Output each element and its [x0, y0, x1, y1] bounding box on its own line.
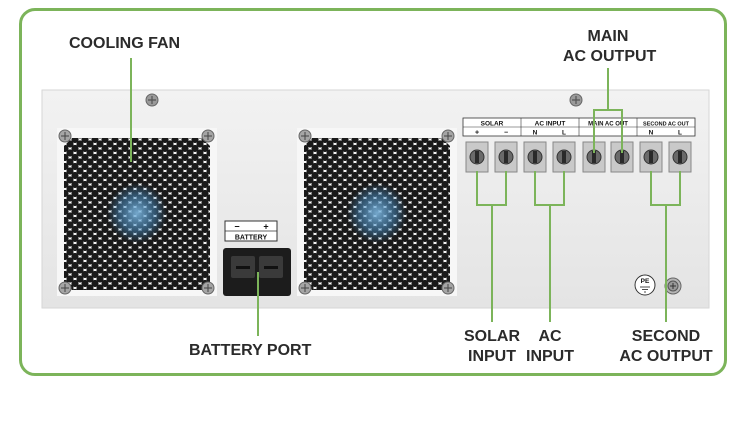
- label-battery-port: BATTERY PORT: [189, 342, 312, 359]
- screw-terminal: [523, 141, 547, 173]
- label-main-ac-output: MAIN AC OUTPUT: [563, 27, 657, 67]
- label-main-ac-output-line1: MAIN: [587, 28, 629, 45]
- label-ac-input-line2: INPUT: [526, 348, 574, 365]
- battery-minus-label: −: [234, 222, 239, 232]
- terminal-sublabel-second-l: L: [678, 130, 682, 137]
- label-cooling-fan: COOLING FAN: [69, 35, 181, 52]
- label-second-ac-output-line1: SECOND: [631, 328, 701, 345]
- battery-label-plate: − + BATTERY: [224, 220, 278, 242]
- screw-terminal: [465, 141, 489, 173]
- terminal-header-second-ac-out: SECOND AC OUT: [643, 122, 690, 128]
- terminal-header-solar: SOLAR: [481, 121, 504, 128]
- terminal-sublabel-ac-in-n: N: [533, 130, 538, 137]
- screw-terminal: [668, 141, 692, 173]
- terminal-block: [465, 141, 692, 173]
- terminal-sublabel-ac-in-l: L: [562, 130, 566, 137]
- screw-terminal: [494, 141, 518, 173]
- leader-second-ac-output: [650, 171, 681, 322]
- terminal-sublabel-solar-minus: −: [504, 130, 508, 137]
- leader-ac-input: [534, 171, 565, 322]
- ground-screw-icon: [664, 277, 682, 295]
- top-screw-right: [569, 93, 583, 107]
- cooling-fan-left: [57, 128, 217, 296]
- pe-label: PE: [641, 278, 650, 285]
- ground-pe-icon: PE: [634, 274, 656, 296]
- screw-terminal: [610, 141, 634, 173]
- label-ac-input: AC INPUT: [523, 327, 577, 367]
- terminal-header-ac-input: AC INPUT: [535, 121, 566, 128]
- top-screw-left: [145, 93, 159, 107]
- label-solar-input-line1: SOLAR: [464, 328, 520, 345]
- label-ac-input-line1: AC: [538, 328, 562, 345]
- screw-terminal: [552, 141, 576, 173]
- terminal-header-main-ac-out: MAIN AC OUT: [588, 122, 628, 128]
- label-second-ac-output-line2: AC OUTPUT: [619, 348, 713, 365]
- label-solar-input: SOLAR INPUT: [458, 327, 526, 367]
- leader-lines: [130, 58, 681, 336]
- fan-screw-icon: [58, 129, 215, 295]
- screw-terminal: [639, 141, 663, 173]
- terminal-sublabel-solar-plus: +: [475, 130, 479, 137]
- label-second-ac-output: SECOND AC OUTPUT: [618, 327, 714, 367]
- label-main-ac-output-line2: AC OUTPUT: [563, 48, 657, 65]
- battery-plate-label: BATTERY: [235, 235, 268, 242]
- battery-plus-label: +: [263, 222, 268, 232]
- fan-screw-icon: [298, 129, 455, 295]
- leader-solar-input: [476, 171, 507, 322]
- cooling-fan-right: [297, 128, 457, 296]
- label-solar-input-line2: INPUT: [468, 348, 516, 365]
- leader-main-ac-output: [593, 68, 623, 153]
- terminal-sublabel-second-n: N: [649, 130, 654, 137]
- terminal-header-strip: SOLAR AC INPUT MAIN AC OUT SECOND AC OUT…: [462, 117, 696, 137]
